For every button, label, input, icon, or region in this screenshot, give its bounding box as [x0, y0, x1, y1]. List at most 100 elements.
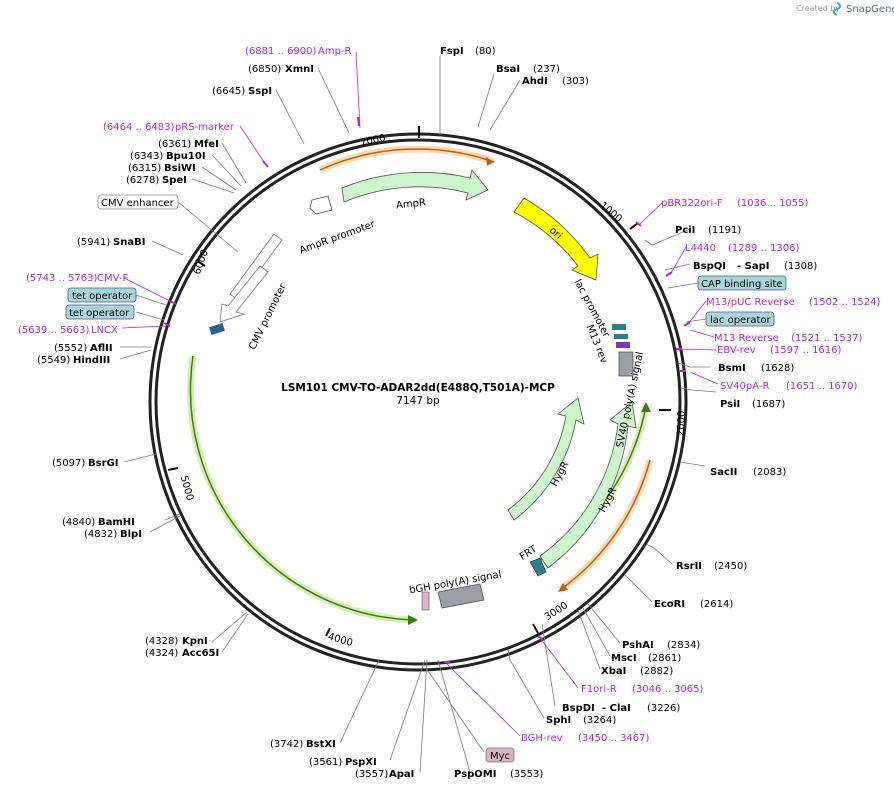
- enzyme-labels: FspI (80) BsaI (237) AhdI (303) PciI (11…: [37, 46, 817, 780]
- primer-pbr322ori-f: pBR322ori-F: [661, 198, 723, 209]
- enzyme-bamhi-pos: (4840): [62, 517, 95, 528]
- enzyme-bstxi: BstXI: [306, 739, 336, 750]
- bgh-polya-block: [437, 583, 485, 609]
- primer-pbr322ori-f-range: (1036 .. 1055): [737, 198, 809, 209]
- boxed-label-lac-operator: lac operator: [705, 311, 775, 327]
- svg-text:Myc: Myc: [490, 751, 510, 762]
- frt-arrow: [529, 557, 547, 577]
- cap-site-block: [614, 334, 628, 339]
- m13-block: [616, 342, 630, 348]
- primer-prs-marker-range: (6464 .. 6483): [103, 122, 175, 133]
- enzyme-bsmi: BsmI: [718, 363, 746, 374]
- primer-f1ori-r-range: (3046 .. 3065): [632, 684, 704, 695]
- enzyme-rsrii: RsrII: [676, 561, 702, 572]
- boxed-label-tet-operator-2: tet operator: [65, 304, 135, 320]
- feature-label-ampr-promoter: AmpR promoter: [298, 219, 377, 257]
- tick-label-2000: 2000: [676, 410, 688, 436]
- enzyme-fspi: FspI: [440, 46, 464, 57]
- enzyme-pspomi-pos: (3553): [510, 769, 543, 780]
- enzyme-hindiii-pos: (5549): [37, 355, 70, 366]
- enzyme-bspdi: BspDI: [562, 703, 595, 714]
- primer-mark: [537, 635, 544, 641]
- feature-arrows: [209, 169, 637, 611]
- primer-f1ori-r: F1ori-R: [581, 684, 617, 695]
- enzyme-xmni-pos: (6850): [248, 64, 281, 75]
- primer-bgh-rev: BGH-rev: [521, 733, 563, 744]
- enzyme-xbai: XbaI: [601, 666, 626, 677]
- tick-mark: [629, 222, 639, 230]
- enzyme-snabi: SnaBI: [113, 237, 145, 248]
- plasmid-title: LSM101 CMV-TO-ADAR2dd(E488Q,T501A)-MCP 7…: [281, 382, 555, 407]
- ampr-arrow: [341, 169, 489, 203]
- svg-text:tet operator: tet operator: [72, 291, 133, 302]
- enzyme-bpu10i: Bpu10I: [166, 151, 206, 162]
- enzyme-pshai-pos: (2834): [667, 640, 700, 651]
- enzyme-pshai: PshAI: [622, 640, 654, 651]
- enzyme-clai: - ClaI: [602, 703, 631, 714]
- tick-mark: [532, 623, 539, 634]
- enzyme-acc65i-pos: (4324): [145, 648, 178, 659]
- snapgene-logo-icon: [833, 2, 841, 16]
- enzyme-psii-pos: (1687): [752, 399, 785, 410]
- enzyme-bsiwi-pos: (6315): [128, 163, 161, 174]
- primer-m13-puc-reverse-range: (1502 .. 1524): [809, 297, 881, 308]
- enzyme-bsrgi-pos: (5097): [52, 458, 85, 469]
- tick-mark: [167, 467, 179, 471]
- ori-arrow: [513, 197, 599, 281]
- tet-op-block: [209, 323, 225, 335]
- svg-text:lac operator: lac operator: [710, 315, 771, 326]
- enzyme-pspxi-pos: (3561): [309, 757, 342, 768]
- enzyme-sapi: - SapI: [737, 261, 769, 272]
- primer-amp-r-range: (6881 .. 6900): [245, 46, 317, 57]
- enzyme-kpni: KpnI: [182, 636, 208, 647]
- primer-leader-lines: [121, 51, 719, 737]
- enzyme-apai-pos: (3557): [355, 769, 388, 780]
- enzyme-msci-pos: (2861): [648, 653, 681, 664]
- ampr-promoter-arrow: [309, 195, 333, 215]
- enzyme-psii: PsiI: [720, 399, 740, 410]
- enzyme-sapi-pos: (1308): [784, 261, 817, 272]
- enzyme-kpni-pos: (4328): [145, 636, 178, 647]
- enzyme-fspi-pos: (80): [475, 46, 496, 57]
- boxed-label-myc: Myc: [485, 747, 515, 763]
- ruler-ticks: [167, 126, 671, 637]
- primer-cmv-f: CMV-F: [97, 273, 128, 284]
- enzyme-pspxi: PspXI: [345, 757, 377, 768]
- primer-mark: [357, 116, 360, 127]
- primer-bgh-rev-range: (3450 .. 3467): [578, 733, 650, 744]
- feature-label-ampr: AmpR: [396, 197, 427, 211]
- plasmid-name: LSM101 CMV-TO-ADAR2dd(E488Q,T501A)-MCP: [281, 382, 555, 394]
- enzyme-clai-pos: (3226): [647, 703, 680, 714]
- enzyme-acc65i: Acc65I: [182, 648, 219, 659]
- enzyme-spei-pos: (6278): [126, 175, 159, 186]
- primer-mark: [635, 221, 642, 227]
- enzyme-bspqi: BspQI: [693, 261, 726, 272]
- hygr-arrow-2: [539, 401, 637, 569]
- enzyme-blpi: BlpI: [120, 529, 142, 540]
- primer-ebv-rev: EBV-rev: [717, 345, 756, 356]
- enzyme-blpi-pos: (4832): [84, 529, 117, 540]
- enzyme-hindiii: HindIII: [73, 355, 110, 366]
- enzyme-aflii: AflII: [90, 343, 113, 354]
- enzyme-ecori-pos: (2614): [700, 599, 733, 610]
- tick-label-5000: 5000: [178, 475, 195, 502]
- enzyme-pcii-pos: (1191): [708, 225, 741, 236]
- enzyme-sphi: SphI: [546, 715, 571, 726]
- enzyme-bsmi-pos: (1628): [761, 363, 794, 374]
- enzyme-xmni: XmnI: [285, 64, 314, 75]
- primer-mark: [683, 321, 691, 327]
- tick-label-1000: 1000: [597, 200, 624, 225]
- primer-mark: [163, 322, 171, 327]
- primer-site-marks: [163, 116, 691, 663]
- svg-text:CAP binding site: CAP binding site: [701, 279, 783, 290]
- tick-label-7000: 7000: [359, 133, 386, 149]
- enzyme-mfei: MfeI: [194, 139, 219, 150]
- enzyme-snabi-pos: (5941): [77, 237, 110, 248]
- boxed-label-cap-binding-site: CAP binding site: [697, 275, 787, 291]
- enzyme-sacii-pos: (2083): [753, 467, 786, 478]
- tick-mark: [325, 627, 331, 637]
- enzyme-pspomi: PspOMI: [454, 769, 496, 780]
- tick-label-4000: 4000: [326, 631, 353, 649]
- enzyme-bamhi: BamHI: [98, 517, 135, 528]
- lac-operator-block: [612, 324, 626, 330]
